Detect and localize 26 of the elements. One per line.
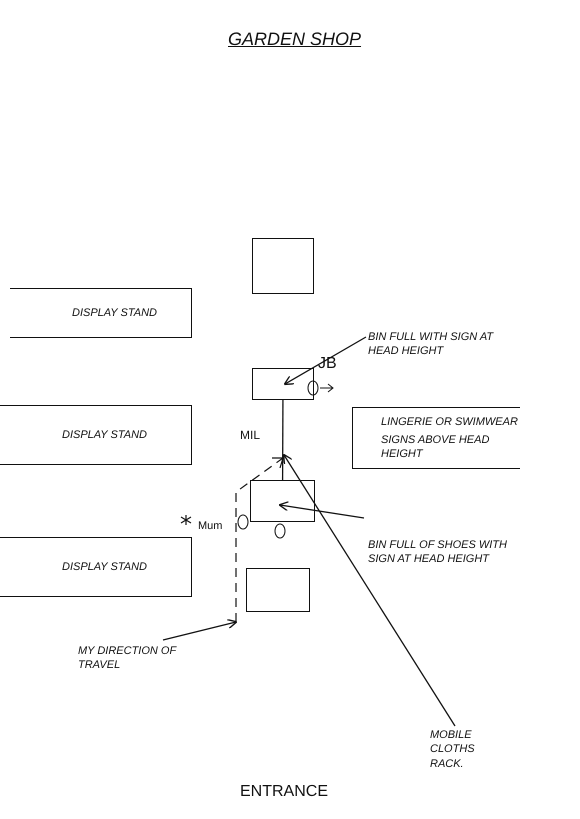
stand-label: DISPLAY STAND: [72, 306, 158, 320]
stand-label: LINGERIE OR SWIMWEAR: [381, 414, 519, 429]
bin-box: [246, 568, 310, 612]
note-text: MY DIRECTION OF TRAVEL: [78, 644, 178, 673]
bin-box: [252, 238, 314, 294]
stand-label: DISPLAY STAND: [62, 428, 148, 442]
leader-arrow: [278, 501, 364, 519]
marker-label: MIL: [240, 428, 260, 443]
connector-line: [282, 400, 284, 480]
note-text: MOBILE CLOTHS RACK.: [430, 728, 476, 771]
bin-box: [250, 480, 315, 522]
leader-arrow: [282, 454, 456, 726]
note-text: BIN FULL OF SHOES WITH SIGN AT HEAD HEIGHT: [368, 538, 508, 567]
marker-label: Mum: [198, 520, 222, 534]
stand-label: SIGNS ABOVE HEAD HEIGHT: [381, 432, 490, 462]
display-stand: [10, 288, 192, 338]
entrance-label: ENTRANCE: [240, 782, 328, 802]
stand-label: DISPLAY STAND: [62, 560, 148, 574]
bin-box: [252, 368, 314, 400]
display-stand: [0, 405, 192, 465]
title: GARDEN SHOP: [228, 28, 362, 50]
note-text: BIN FULL WITH SIGN AT HEAD HEIGHT: [368, 330, 495, 359]
leader-arrow: [284, 336, 366, 386]
clothing-stand: [352, 407, 520, 469]
display-stand: [0, 537, 192, 597]
leader-arrow: [162, 618, 238, 641]
